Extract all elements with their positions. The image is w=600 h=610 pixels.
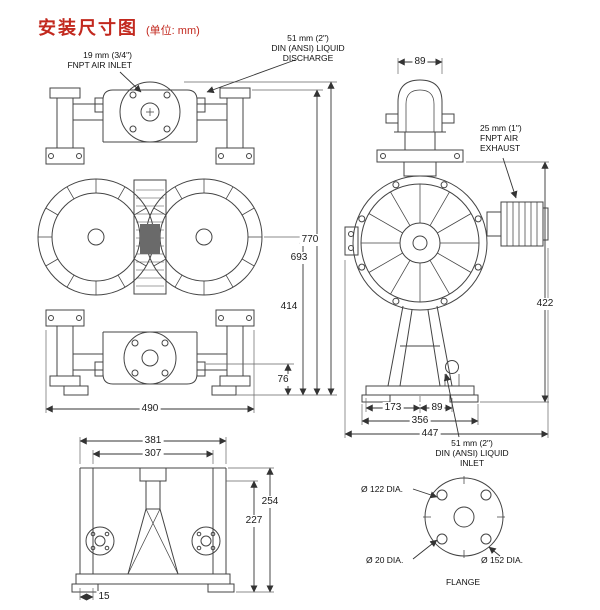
dim-bottom-plate-thickness: 15 (96, 591, 112, 603)
flange-caption: FLANGE (445, 577, 480, 587)
unit-note: (单位: mm) (146, 25, 200, 37)
bolt-hole-dia-label: Ø 20 DIA. (366, 555, 404, 565)
dim-front-overall-width: 490 (139, 403, 161, 415)
bolt-circle-dia-label: Ø 122 DIA. (361, 484, 404, 494)
outer-dia-label: Ø 152 DIA. (481, 555, 524, 565)
liquid-inlet-label: 51 mm (2") DIN (ANSI) LIQUID INLET (435, 438, 509, 469)
dim-front-height-to-manifold: 693 (288, 252, 310, 264)
dim-front-height-mid: 414 (278, 301, 300, 313)
header: 安装尺寸图 (单位: mm) (38, 14, 200, 40)
front-view-drawing (37, 81, 263, 396)
dim-side-base-width: 356 (409, 415, 431, 427)
dim-side-overall-width: 447 (419, 428, 441, 440)
dim-side-height: 422 (534, 298, 556, 310)
dim-bottom-inner-width: 307 (142, 448, 164, 460)
leader-lines (119, 59, 518, 560)
dim-bottom-height-inner: 227 (243, 515, 265, 527)
dim-side-base-right: 89 (429, 402, 445, 414)
dim-bottom-overall-width: 381 (142, 435, 164, 447)
side-view-drawing (344, 79, 549, 403)
bottom-view-drawing (71, 467, 235, 593)
liquid-discharge-label: 51 mm (2") DIN (ANSI) LIQUID DISCHARGE (271, 33, 345, 64)
flange-detail-drawing (423, 476, 505, 558)
dim-front-total-height: 770 (299, 234, 321, 246)
air-exhaust-label: 25 mm (1") FNPT AIR EXHAUST (480, 123, 522, 154)
dim-side-clamp-width: 89 (412, 56, 428, 68)
dim-front-base-height: 76 (275, 374, 291, 386)
dim-side-base-left: 173 (382, 402, 404, 414)
air-inlet-label: 19 mm (3/4") FNPT AIR INLET (67, 50, 132, 71)
dim-bottom-height-outer: 254 (259, 496, 281, 508)
page-title: 安装尺寸图 (38, 18, 138, 38)
